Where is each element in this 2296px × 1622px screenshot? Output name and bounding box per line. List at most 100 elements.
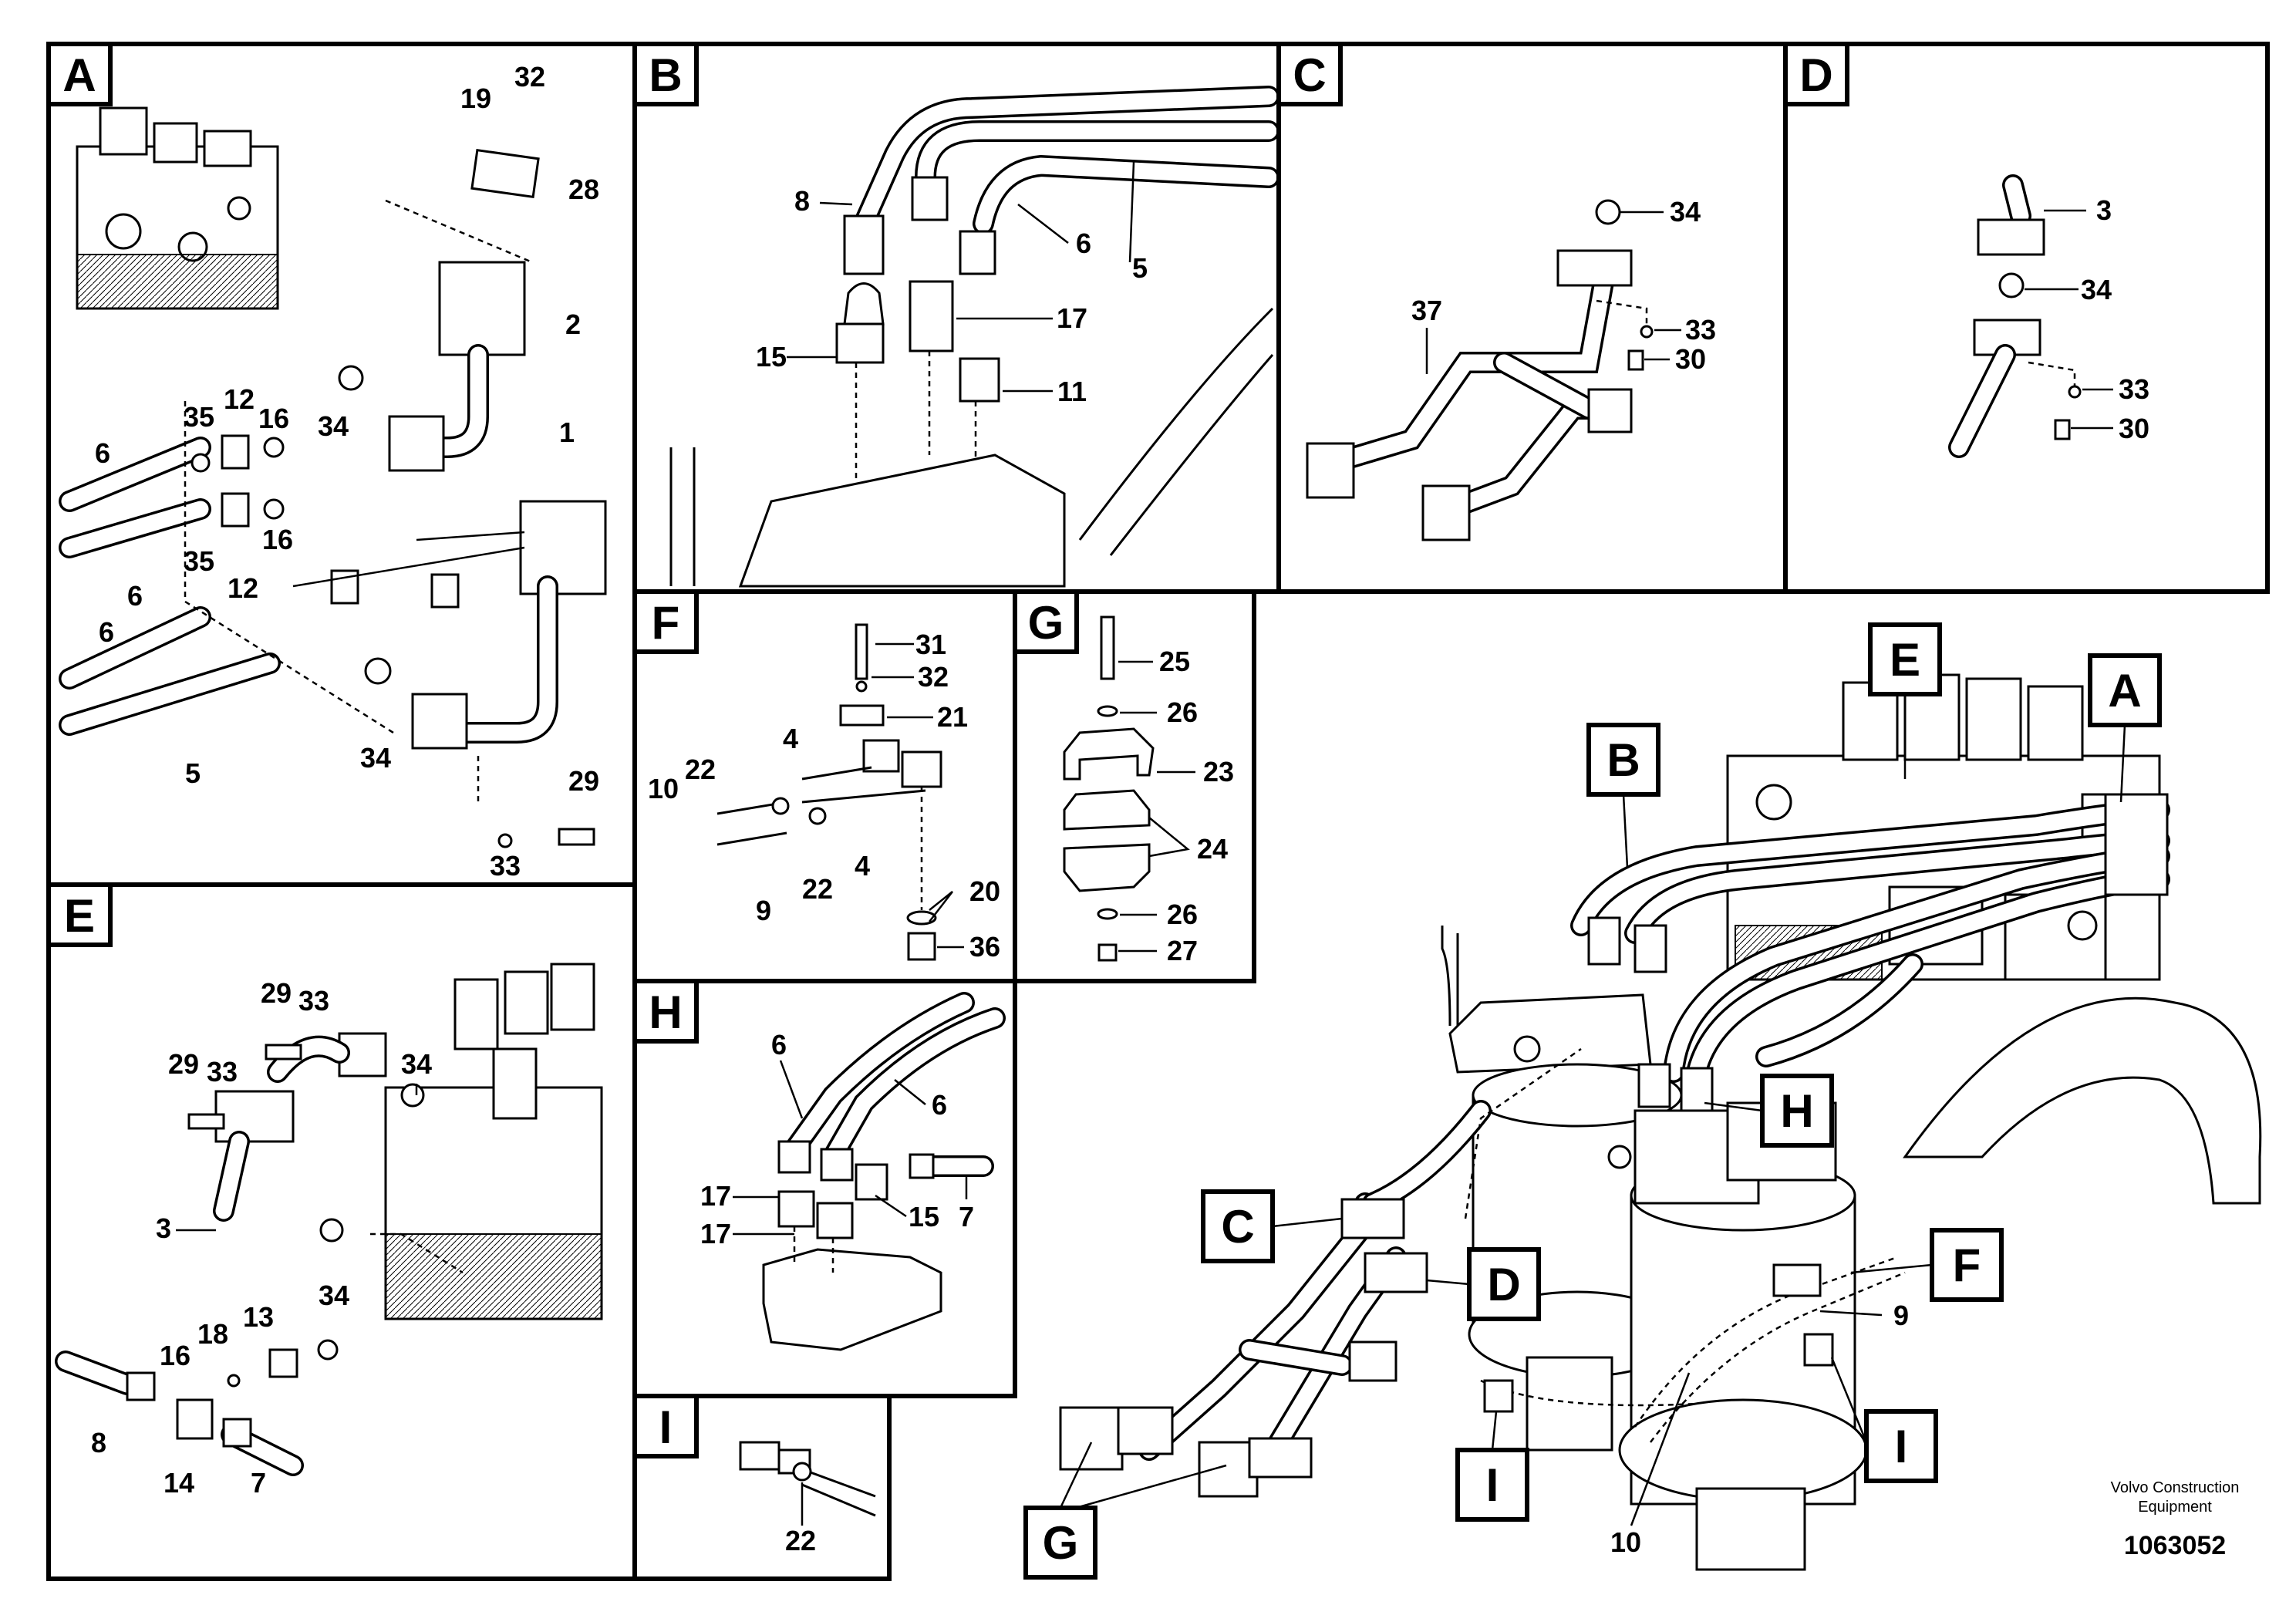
callout: 27 [1167, 935, 1198, 966]
main-assembly-view: A B C D E F G [1023, 622, 2262, 1580]
callout: 34 [319, 1280, 349, 1311]
callout: 1 [559, 416, 575, 448]
callout: 32 [918, 661, 949, 693]
panel-i: I 22 [632, 1394, 892, 1581]
callout: 32 [514, 61, 545, 93]
callout: 16 [160, 1340, 190, 1371]
callout: 5 [1132, 252, 1148, 284]
main-label-h: H [1704, 1074, 1834, 1148]
callout: 33 [207, 1056, 238, 1088]
panel-e: E 29 33 29 33 34 3 34 13 18 [46, 882, 637, 1581]
callout: 34 [360, 742, 391, 774]
callout: 22 [802, 873, 833, 905]
callout: 4 [855, 850, 870, 882]
callout: 33 [490, 850, 521, 882]
callout: 12 [224, 383, 255, 415]
callout: 17 [700, 1180, 731, 1212]
callout: 6 [1076, 228, 1091, 259]
callout: 15 [756, 341, 787, 373]
svg-text:I: I [1486, 1459, 1499, 1511]
callout: 14 [164, 1467, 194, 1499]
panel-letter: E [64, 890, 95, 942]
callout: 9 [1893, 1300, 1909, 1331]
callout: 31 [915, 629, 946, 660]
callout: 3 [156, 1212, 171, 1244]
main-label-i-left: I [1455, 1411, 1529, 1522]
callout: 15 [909, 1201, 939, 1233]
main-label-e: E [1868, 622, 1942, 779]
panel-label-box [46, 882, 113, 947]
svg-text:G: G [1043, 1517, 1079, 1569]
panel-label-box [632, 979, 699, 1044]
panel-label-box [46, 42, 113, 106]
callout: 29 [568, 765, 599, 797]
company-name-line2: Equipment [2138, 1499, 2212, 1516]
callout: 33 [298, 985, 329, 1017]
panel-letter: F [652, 597, 680, 649]
panel-d: D 3 34 33 30 [1783, 42, 2270, 594]
panel-letter: I [659, 1401, 673, 1453]
callout: 17 [700, 1218, 731, 1249]
company-name-line1: Volvo Construction [2111, 1479, 2240, 1496]
callout: 21 [937, 701, 968, 733]
svg-text:E: E [1890, 634, 1920, 686]
callout: 4 [783, 723, 798, 754]
drawing-footer: Volvo Construction Equipment 1063052 [2111, 1479, 2240, 1560]
callout: 34 [401, 1048, 432, 1080]
callout: 7 [959, 1201, 974, 1233]
main-label-b: B [1586, 723, 1660, 868]
callout: 18 [197, 1318, 228, 1350]
panel-letter: A [62, 49, 96, 101]
callout: 28 [568, 174, 599, 205]
callout: 35 [184, 401, 214, 433]
main-label-i-right: I [1830, 1357, 1938, 1483]
callout: 5 [185, 757, 201, 789]
panel-b: B 8 6 5 17 15 11 [632, 42, 1281, 594]
main-label-c: C [1201, 1189, 1343, 1263]
callout: 30 [2119, 413, 2149, 444]
callout: 6 [95, 437, 110, 469]
callout: 6 [932, 1089, 947, 1121]
callout: 37 [1411, 295, 1442, 326]
callout: 29 [261, 977, 292, 1009]
callout: 22 [685, 754, 716, 785]
panel-letter: G [1028, 597, 1064, 649]
callout: 8 [794, 185, 810, 217]
callout: 6 [127, 580, 143, 612]
main-label-f: F [1850, 1228, 2004, 1302]
callout: 16 [258, 403, 289, 434]
svg-text:C: C [1221, 1201, 1254, 1253]
callout: 33 [2119, 373, 2149, 405]
main-label-g: G [1023, 1442, 1227, 1580]
panel-h: H 6 6 17 17 15 7 [632, 979, 1017, 1398]
callout: 8 [91, 1427, 106, 1458]
panel-label-box [1783, 42, 1849, 106]
panel-c: C 34 37 33 30 [1276, 42, 1788, 594]
panel-label-box [1276, 42, 1343, 106]
panel-f: F 31 32 21 4 22 10 22 4 9 20 36 [632, 589, 1017, 983]
callout: 17 [1057, 302, 1087, 334]
panel-g: G 25 26 23 24 26 27 [1013, 589, 1256, 983]
main-label-a: A [2088, 653, 2162, 803]
callout: 10 [648, 773, 679, 804]
callout: 7 [251, 1467, 266, 1499]
callout: 26 [1167, 696, 1198, 728]
callout: 33 [1685, 314, 1716, 346]
callout: 13 [243, 1301, 274, 1333]
panel-a: A [46, 42, 637, 887]
main-label-d: D [1426, 1247, 1541, 1321]
callout: 25 [1159, 646, 1190, 677]
callout: 20 [969, 875, 1000, 907]
callout: 34 [1670, 196, 1701, 228]
callout: 26 [1167, 899, 1198, 930]
callout: 36 [969, 931, 1000, 963]
callout: 30 [1675, 343, 1706, 375]
callout: 10 [1610, 1526, 1641, 1558]
callout: 34 [2081, 274, 2112, 305]
panel-label-box [632, 589, 699, 654]
callout: 24 [1197, 833, 1228, 865]
callout: 6 [99, 616, 114, 648]
svg-text:D: D [1487, 1259, 1520, 1310]
callout: 22 [785, 1525, 816, 1556]
